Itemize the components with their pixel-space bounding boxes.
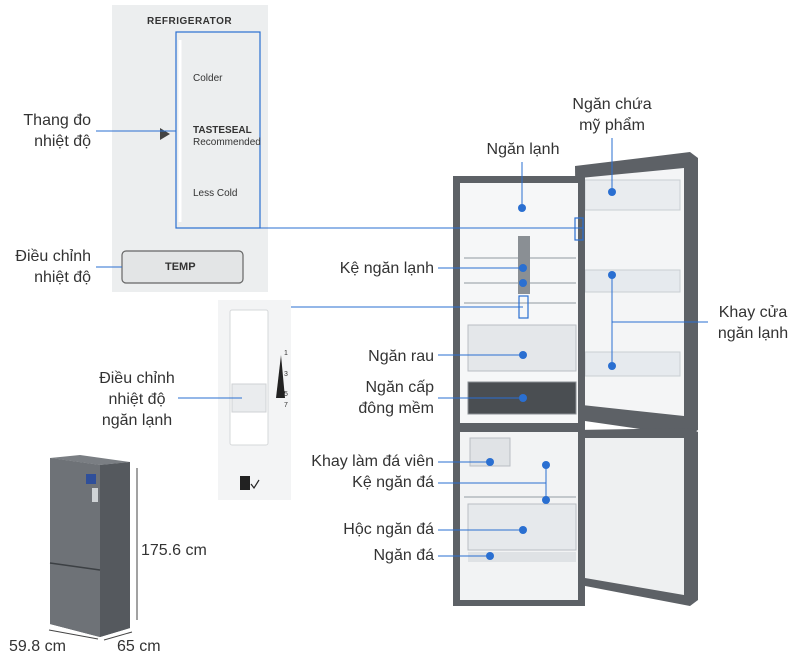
marker-my-pham [608,188,616,196]
temp-recommended-label: Recommended [193,137,261,148]
temp-button-label[interactable]: TEMP [165,261,196,273]
marker-hoc-ngan-da [519,526,527,534]
ice-cup-icon [240,476,250,490]
dial-track [229,309,269,446]
marker-ke-ngan-lanh-2 [519,279,527,287]
label-ke-ngan-da: Kệ ngăn đá [352,474,434,491]
label-khay-cua: Khay cửa ngăn lạnh [707,302,799,344]
thumb-sticker [92,488,98,502]
check-icon [250,479,260,490]
marker-ngan-rau [519,351,527,359]
marker-ke-ngan-da-2 [542,496,550,504]
temp-tasteseal-label: TASTESEAL [193,125,252,136]
door-shelf-2 [584,351,681,377]
main-fridge [453,152,698,606]
label-dieu-chinh: Điều chỉnh nhiệt độ [15,246,91,288]
thumb-front [50,458,100,637]
temp-control-highlight [574,217,584,241]
label-my-pham-line1: Ngăn chứa [572,96,652,113]
dial-level-wedge-icon [276,355,285,398]
freezer-dial-panel [218,300,291,500]
label-dcnl-line3: ngăn lạnh [101,412,173,429]
temp-colder-label: Colder [193,73,223,84]
label-cap-dong-line1: Ngăn cấp [365,379,435,396]
leader-lines [96,130,708,557]
markers [486,188,616,560]
label-my-pham-line2: mỹ phẩm [579,117,645,134]
dial-scale-7: 7 [284,402,288,409]
fridge-thumbnail [48,455,138,641]
label-khay-da: Khay làm đá viên [311,453,434,470]
label-thang-do-line1: Thang đo [23,112,91,129]
marker-ngan-da [486,552,494,560]
thumb-door-split [49,562,101,571]
cosmetic-box [584,179,681,211]
thumb-logo [86,474,96,484]
marker-khay-da [486,458,494,466]
label-thang-do: Thang đo nhiệt độ [23,110,91,152]
temp-panel-bg [112,5,268,292]
lower-door-inner [583,438,684,595]
label-ke-ngan-lanh: Kệ ngăn lạnh [339,260,434,277]
dim-depth-label: 65 cm [117,638,161,655]
dial-scale-1: 1 [284,350,288,357]
marker-khay-cua-1 [608,271,616,279]
depth-dim-line [103,631,133,641]
label-dcnl-line2: nhiệt độ [108,391,166,408]
dial-scale-5: 5 [284,391,288,398]
temp-panel-header: REFRIGERATOR [147,16,233,27]
label-khay-cua-line1: Khay cửa [718,304,788,321]
label-dieu-chinh-line2: nhiệt độ [34,269,91,286]
freezer-drawer [468,552,576,562]
label-dieu-chinh-line1: Điều chỉnh [15,248,91,265]
label-ngan-da: Ngăn đá [373,547,435,564]
label-hoc-ngan-da: Hộc ngăn đá [343,521,434,538]
marker-ngan-lanh [518,204,526,212]
label-dieu-chinh-ngan-lanh: Điều chỉnh nhiệt độ ngăn lạnh [82,368,192,431]
marker-khay-cua-2 [608,362,616,370]
door-shelf-1 [584,269,681,293]
label-cap-dong: Ngăn cấp đông mềm [358,377,434,419]
dial-scale-3: 3 [284,371,288,378]
marker-ke-ngan-da-1 [542,461,550,469]
temp-less-cold-label: Less Cold [193,188,238,199]
label-khay-cua-line2: ngăn lạnh [717,325,789,342]
label-thang-do-line2: nhiệt độ [34,133,91,150]
temp-scale-frame [175,31,261,229]
marker-cap-dong [519,394,527,402]
marker-ke-ngan-lanh-1 [519,264,527,272]
label-my-pham: Ngăn chứa mỹ phẩm [557,94,667,136]
label-dcnl-line1: Điều chỉnh [99,370,175,387]
width-dim-line [48,629,99,640]
label-ngan-rau: Ngăn rau [368,348,434,365]
dim-height-label: 175.6 cm [141,542,207,559]
label-cap-dong-line2: đông mềm [358,400,434,417]
temperature-control-panel [112,5,268,292]
crisper-drawer [467,324,577,372]
thumb-side [100,462,130,637]
thumb-top [50,455,130,465]
label-ngan-lanh: Ngăn lạnh [486,141,560,158]
dim-width-label: 59.8 cm [9,638,66,655]
